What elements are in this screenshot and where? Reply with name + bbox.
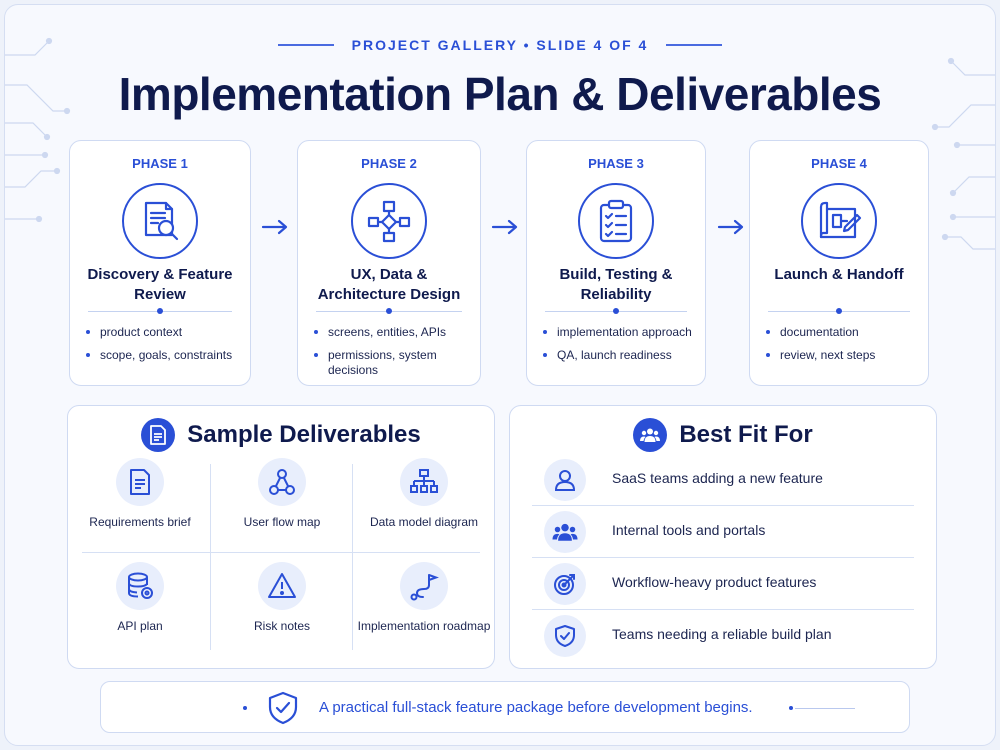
phase-card-2: PHASE 2 UX, Data & Architecture Design s… (297, 140, 481, 386)
hierarchy-icon (400, 458, 448, 506)
shield-check-icon (268, 691, 298, 725)
phase-bullet: screens, entities, APIs (314, 325, 472, 340)
phase-divider (768, 308, 910, 314)
phase-title: Launch & Handoff (774, 266, 904, 283)
deliverable-label: API plan (117, 619, 163, 633)
phase-title: Discovery & Feature Review (87, 266, 233, 303)
checklist-clipboard-icon (578, 183, 654, 259)
phase-title: UX, Data & Architecture Design (317, 266, 461, 303)
circuit-decoration-right (931, 57, 995, 250)
deliverable-label: Data model diagram (369, 515, 479, 529)
phase-bullets: documentation review, next steps (766, 325, 920, 371)
phase-label: PHASE 3 (588, 156, 644, 171)
phase-title: Build, Testing & Reliability (559, 266, 673, 303)
footer-banner: A practical full-stack feature package b… (100, 681, 910, 733)
best-fit-label: Workflow-heavy product features (612, 574, 817, 590)
eyebrow: PROJECT GALLERY • SLIDE 4 OF 4 (5, 37, 995, 53)
eyebrow-rule-right (666, 44, 723, 46)
footer-dot (789, 706, 793, 710)
eyebrow-rule-left (277, 44, 334, 46)
best-fit-header: Best Fit For (510, 418, 936, 452)
team-icon (633, 418, 668, 452)
phase-bullet: scope, goals, constraints (86, 348, 242, 363)
phase-card-3: PHASE 3 Build, Testing & Reliability imp… (526, 140, 706, 386)
user-flow-icon (258, 458, 306, 506)
phase-label: PHASE 2 (361, 156, 417, 171)
row-divider (532, 557, 914, 558)
arrow-right-icon (261, 219, 288, 235)
deliverable-label: Implementation roadmap (357, 619, 491, 633)
phase-bullet: review, next steps (766, 348, 920, 363)
phase-divider (545, 308, 687, 314)
magnifier-document-icon (122, 183, 198, 259)
phase-divider (88, 308, 232, 314)
deliverable-label: User flow map (243, 515, 321, 529)
phase-bullet: implementation approach (543, 325, 697, 340)
target-icon (544, 563, 586, 605)
document-icon (141, 418, 176, 452)
roadmap-flag-icon (400, 562, 448, 610)
user-icon (544, 459, 586, 501)
best-fit-item: Workflow-heavy product features (532, 558, 914, 610)
phase-bullets: product context scope, goals, constraint… (86, 325, 242, 371)
best-fit-label: SaaS teams adding a new feature (612, 470, 823, 486)
phase-label: PHASE 4 (811, 156, 867, 171)
phase-bullets: implementation approach QA, launch readi… (543, 325, 697, 371)
footer-text: A practical full-stack feature package b… (319, 699, 753, 716)
deliverable-item: Risk notes (212, 562, 352, 644)
grid-divider (352, 464, 353, 650)
deliverable-item: API plan (70, 562, 210, 644)
team-icon (544, 511, 586, 553)
database-gear-icon (116, 562, 164, 610)
phase-label: PHASE 1 (132, 156, 188, 171)
deliverable-item: Requirements brief (70, 458, 210, 540)
grid-divider (82, 552, 480, 553)
eyebrow-text: PROJECT GALLERY • SLIDE 4 OF 4 (351, 37, 649, 53)
deliverable-label: Requirements brief (89, 515, 191, 529)
row-divider (532, 609, 914, 610)
phase-bullet: permissions, system decisions (314, 348, 472, 378)
phase-bullets: screens, entities, APIs permissions, sys… (314, 325, 472, 386)
phase-divider (316, 308, 462, 314)
best-fit-label: Internal tools and portals (612, 522, 766, 538)
deliverables-title: Sample Deliverables (187, 421, 421, 448)
grid-divider (210, 464, 211, 650)
page-title: Implementation Plan & Deliverables (118, 68, 882, 120)
phase-card-4: PHASE 4 Launch & Handoff documentation r… (749, 140, 929, 386)
blueprint-pencil-icon (801, 183, 877, 259)
best-fit-title: Best Fit For (679, 421, 813, 448)
best-fit-item: SaaS teams adding a new feature (532, 454, 914, 506)
best-fit-label: Teams needing a reliable build plan (612, 626, 832, 642)
phase-bullet: documentation (766, 325, 920, 340)
flowchart-icon (351, 183, 427, 259)
phase-bullet: product context (86, 325, 242, 340)
footer-dot (243, 706, 247, 710)
arrow-right-icon (717, 219, 744, 235)
best-fit-item: Internal tools and portals (532, 506, 914, 558)
document-icon (116, 458, 164, 506)
deliverable-item: User flow map (212, 458, 352, 540)
circuit-decoration-left (5, 37, 71, 223)
warning-icon (258, 562, 306, 610)
slide: PROJECT GALLERY • SLIDE 4 OF 4 Implement… (4, 4, 996, 746)
deliverable-item: Implementation roadmap (354, 562, 494, 644)
arrow-right-icon (491, 219, 518, 235)
deliverables-header: Sample Deliverables (68, 418, 494, 452)
deliverables-panel: Sample Deliverables Requirements brief U… (67, 405, 495, 669)
deliverable-item: Data model diagram (354, 458, 494, 540)
best-fit-item: Teams needing a reliable build plan (532, 610, 914, 662)
phase-bullet: QA, launch readiness (543, 348, 697, 363)
best-fit-panel: Best Fit For SaaS teams adding a new fea… (509, 405, 937, 669)
deliverable-label: Risk notes (253, 619, 311, 633)
row-divider (532, 505, 914, 506)
footer-rule (795, 707, 855, 709)
phase-card-1: PHASE 1 Discovery & Feature Review produ… (69, 140, 251, 386)
shield-check-icon (544, 615, 586, 657)
